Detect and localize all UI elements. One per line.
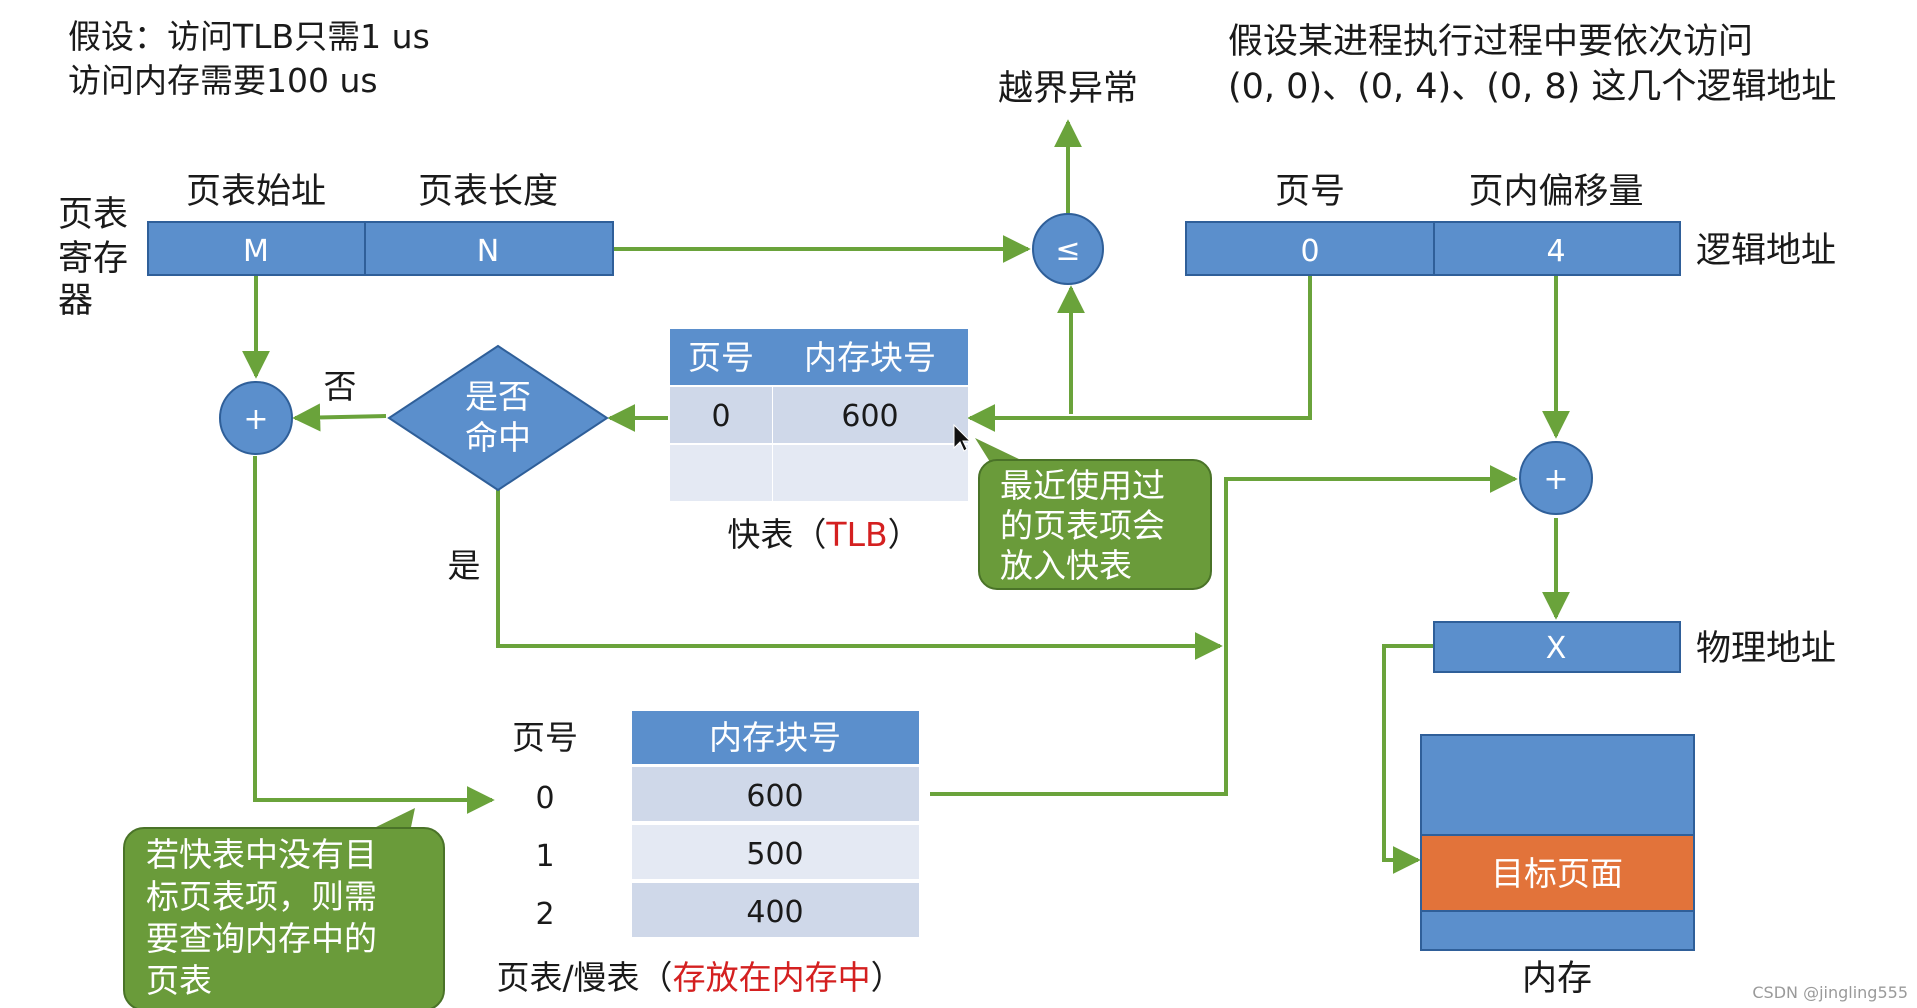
memory-target-label: 目标页面 <box>1491 854 1623 893</box>
physical-address-cell <box>1433 621 1681 673</box>
process-note-line1: 假设某进程执行过程中要依次访问 <box>1228 22 1753 62</box>
arrow-decision-to-adder <box>292 403 387 432</box>
page-table-caption-prefix: 页表/慢表（ <box>496 958 672 997</box>
page-table-row-0-cell <box>632 767 919 821</box>
tlb-row-1-page-cell <box>670 445 772 501</box>
adder-right-symbol: + <box>1543 462 1568 497</box>
arrow-page-to-tlb <box>967 276 1312 432</box>
tlb-table: 页号 内存块号 0 600 <box>670 329 968 501</box>
callout-miss: 若快表中没有目 标页表项，则需 要查询内存中的 页表 <box>123 808 445 1008</box>
decision-yes-label: 是 <box>448 546 481 585</box>
adder-right-circle <box>1519 441 1593 515</box>
decision-no-label: 否 <box>324 367 357 406</box>
tlb-col-page: 页号 <box>688 338 754 377</box>
compare-symbol: ≤ <box>1055 233 1080 268</box>
callout-miss-line3: 要查询内存中的 <box>146 919 377 958</box>
adder-left-circle <box>219 381 293 455</box>
mouse-pointer-icon <box>953 423 972 452</box>
register-label-line2: 寄存 <box>58 239 128 279</box>
memory-target-page <box>1420 834 1695 912</box>
callout-miss-pointer <box>370 808 415 832</box>
logical-page-cell <box>1185 221 1435 276</box>
callout-tlb-box <box>978 459 1212 590</box>
tlb-caption-suffix: ） <box>888 515 921 554</box>
page-table: 页号 内存块号 0 600 1 500 2 400 <box>512 711 919 937</box>
logical-offset-header: 页内偏移量 <box>1468 172 1643 212</box>
decision-line2: 命中 <box>465 418 531 457</box>
page-table-row-1-cell <box>632 825 919 879</box>
callout-miss-line4: 页表 <box>146 961 212 1000</box>
callout-miss-box <box>123 827 445 1008</box>
page-table-row-2-cell <box>632 883 919 937</box>
flow-arrows <box>242 119 1570 874</box>
callout-tlb-line1: 最近使用过 <box>1000 466 1165 505</box>
page-table-row-1-block: 500 <box>746 837 803 872</box>
arrow-physical-to-memory <box>1382 644 1433 874</box>
callout-miss-line2: 标页表项，则需 <box>146 877 377 916</box>
assumption-line2: 访问内存需要100 us <box>68 61 378 100</box>
out-of-bounds-label: 越界异常 <box>998 69 1138 109</box>
callout-tlb: 最近使用过 的页表项会 放入快表 <box>975 438 1212 590</box>
memory-block: 目标页面 <box>1420 734 1695 951</box>
watermark: CSDN @jingling555 <box>1752 983 1908 1002</box>
register-label-line1: 页表 <box>58 195 128 235</box>
page-table-row-2-block: 400 <box>746 895 803 930</box>
tlb-col-block: 内存块号 <box>804 338 936 377</box>
tlb-row-0-page: 0 <box>711 399 730 434</box>
physical-address-label: 物理地址 <box>1696 629 1836 669</box>
register-label-line3: 器 <box>58 281 93 321</box>
tlb-caption-highlight: TLB <box>825 515 887 554</box>
register-start-value: M <box>243 234 269 269</box>
memory-label: 内存 <box>1522 959 1592 999</box>
page-table-row-1-page: 1 <box>535 839 554 874</box>
hit-decision-diamond <box>387 344 609 492</box>
page-table-caption-suffix: ） <box>871 958 904 997</box>
page-table-row-2-page: 2 <box>535 897 554 932</box>
page-table-length-header: 页表长度 <box>418 172 558 212</box>
memory-lower-region <box>1420 910 1695 951</box>
page-table-caption: 页表/慢表（存放在内存中） <box>496 958 903 997</box>
tlb-row-0-block-cell <box>773 387 968 443</box>
logical-offset-value: 4 <box>1546 234 1565 269</box>
compare-circle <box>1032 213 1104 285</box>
logical-page-header: 页号 <box>1275 172 1345 212</box>
register-length-value: N <box>477 234 499 269</box>
memory-upper-region <box>1420 734 1695 836</box>
tlb-row-1-block-cell <box>773 445 968 501</box>
physical-address-value: X <box>1546 631 1567 666</box>
process-note-line2: (0, 0)、(0, 4)、(0, 8) 这几个逻辑地址 <box>1228 67 1836 107</box>
tlb-header-page-cell <box>670 329 772 385</box>
adder-left-symbol: + <box>243 402 268 437</box>
tlb-row-0-block: 600 <box>841 399 898 434</box>
tlb-header-block-cell <box>772 329 968 385</box>
callout-tlb-pointer <box>975 438 1025 462</box>
page-table-header-cell <box>632 711 919 764</box>
decision-line1: 是否 <box>465 377 531 416</box>
page-table-row-0-block: 600 <box>746 779 803 814</box>
logical-page-value: 0 <box>1300 234 1319 269</box>
callout-tlb-line2: 的页表项会 <box>1000 506 1165 545</box>
arrow-adder-to-page-table <box>253 456 495 814</box>
page-table-col-page: 页号 <box>512 718 578 757</box>
arrow-page-table-to-adder <box>930 465 1518 796</box>
tlb-caption: 快表（TLB） <box>727 515 920 554</box>
page-table-col-block: 内存块号 <box>709 718 841 757</box>
page-table-caption-highlight: 存放在内存中 <box>673 958 871 997</box>
tlb-row-0-page-cell <box>670 387 772 443</box>
arrow-hit-to-physical <box>496 488 1223 660</box>
page-table-row-0-page: 0 <box>535 781 554 816</box>
register-length-cell <box>364 221 614 276</box>
logical-address-label: 逻辑地址 <box>1696 231 1836 271</box>
callout-tlb-line3: 放入快表 <box>1000 546 1132 585</box>
assumption-line1: 假设：访问TLB只需1 us <box>68 17 430 56</box>
callout-miss-line1: 若快表中没有目 <box>146 835 377 874</box>
tlb-caption-prefix: 快表（ <box>727 515 826 554</box>
logical-offset-cell <box>1433 221 1681 276</box>
page-table-start-header: 页表始址 <box>186 172 326 212</box>
